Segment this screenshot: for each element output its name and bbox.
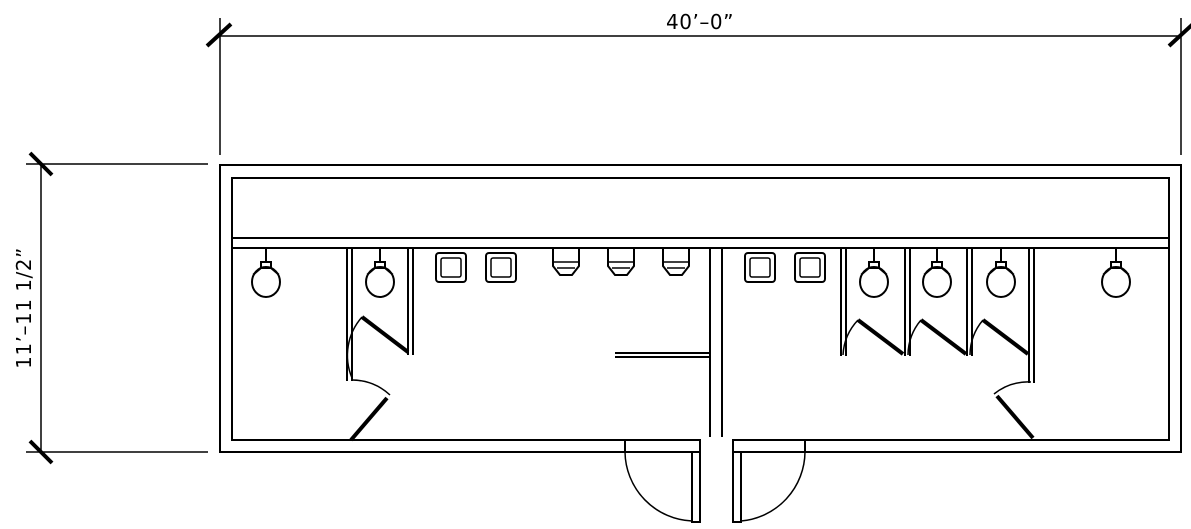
- toilet: [1101, 247, 1131, 298]
- dimension-tick: [205, 22, 233, 48]
- exterior-door-left: [691, 451, 701, 523]
- height-dimension: 11’–11 1/2”: [12, 151, 208, 465]
- entry-door: [349, 396, 389, 442]
- toilets: [251, 247, 1131, 298]
- exterior-doors: [624, 437, 806, 523]
- left-entry-screen: [349, 379, 391, 442]
- height-dimension-label: 11’–11 1/2”: [12, 247, 36, 369]
- sinks: [435, 252, 826, 283]
- dimension-tick: [28, 439, 54, 465]
- stall-door: [919, 318, 968, 356]
- toilet: [986, 247, 1016, 298]
- outer-wall: [219, 164, 1182, 453]
- right-stalls: [840, 247, 1035, 383]
- toilet: [922, 247, 952, 298]
- chase-wall: [231, 237, 1170, 249]
- toilet: [365, 247, 395, 298]
- door-swing-arc: [969, 319, 984, 356]
- dimension-tick: [28, 151, 54, 177]
- door-swing-arc: [346, 316, 363, 379]
- urinal: [552, 247, 580, 276]
- left-stall: [346, 247, 414, 381]
- door-swing-arc: [993, 381, 1032, 395]
- urinal: [662, 247, 690, 276]
- urinals: [552, 247, 690, 276]
- toilet: [859, 247, 889, 298]
- door-swing-arc: [842, 319, 859, 356]
- door-swing-arc: [740, 451, 806, 522]
- door-swing-arc: [624, 451, 693, 522]
- right-entry-screen: [993, 381, 1035, 440]
- width-dimension-label: 40’–0”: [666, 10, 734, 34]
- door-swing-arc: [351, 379, 391, 396]
- sink: [485, 252, 517, 283]
- sink: [435, 252, 467, 283]
- sink: [794, 252, 826, 283]
- stall-door: [360, 315, 410, 354]
- entry-door: [995, 394, 1035, 440]
- door-swing-arc: [907, 319, 922, 356]
- stall-door: [856, 318, 905, 356]
- toilet: [251, 247, 281, 298]
- urinal: [607, 247, 635, 276]
- sink: [744, 252, 776, 283]
- building-walls: [219, 164, 1182, 453]
- exterior-door-right: [732, 451, 742, 523]
- stall-door: [981, 318, 1030, 356]
- width-dimension: 40’–0”: [205, 10, 1191, 155]
- dimension-tick: [1167, 23, 1191, 48]
